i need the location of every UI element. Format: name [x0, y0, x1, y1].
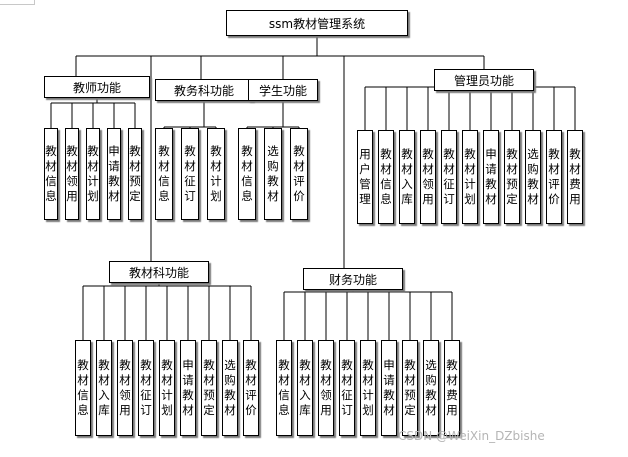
textbook-group-title: 教材科功能: [109, 261, 209, 283]
admin-item-2: 教材信息: [378, 130, 394, 224]
admin-group-title: 管理员功能: [434, 69, 534, 91]
textbook-item-7: 教材预定: [201, 340, 217, 436]
textbook-item-4: 教材征订: [138, 340, 154, 436]
student-item-1: 教材信息: [238, 128, 256, 220]
affairs-item-2: 教材征订: [181, 128, 199, 220]
textbook-item-3: 教材领用: [117, 340, 133, 436]
teacher-item-4: 申请教材: [107, 128, 121, 220]
admin-item-11: 教材费用: [567, 130, 583, 224]
finance-item-8: 选购教材: [423, 340, 439, 436]
teacher-item-1: 教材信息: [44, 128, 58, 220]
affairs-group-title: 教务科功能: [155, 79, 253, 101]
admin-item-4: 教材领用: [420, 130, 436, 224]
finance-item-3: 教材领用: [318, 340, 334, 436]
admin-item-10: 教材评价: [546, 130, 562, 224]
textbook-item-6: 申请教材: [180, 340, 196, 436]
affairs-item-1: 教材信息: [155, 128, 173, 220]
admin-item-1: 用户管理: [357, 130, 373, 224]
finance-item-9: 教材费用: [444, 340, 460, 436]
watermark: CSDN @WeiXin_DZbishe: [398, 429, 545, 443]
finance-item-5: 教材计划: [360, 340, 376, 436]
finance-item-6: 申请教材: [381, 340, 397, 436]
admin-item-8: 教材预定: [504, 130, 520, 224]
finance-group-title: 财务功能: [303, 268, 403, 290]
affairs-item-3: 教材计划: [207, 128, 225, 220]
admin-item-5: 教材征订: [441, 130, 457, 224]
finance-item-4: 教材征订: [339, 340, 355, 436]
corner-mark: [0, 0, 35, 5]
root-node: ssm教材管理系统: [226, 10, 408, 36]
teacher-item-5: 教材预定: [128, 128, 142, 220]
admin-item-6: 教材计划: [462, 130, 478, 224]
teacher-group-title: 教师功能: [44, 76, 150, 98]
student-group-title: 学生功能: [248, 79, 318, 101]
student-item-2: 选购教材: [264, 128, 282, 220]
textbook-item-2: 教材入库: [96, 340, 112, 436]
finance-item-2: 教材入库: [297, 340, 313, 436]
admin-item-7: 申请教材: [483, 130, 499, 224]
textbook-item-9: 教材评价: [243, 340, 259, 436]
admin-item-9: 选购教材: [525, 130, 541, 224]
textbook-item-1: 教材信息: [75, 340, 91, 436]
student-item-3: 教材评价: [290, 128, 308, 220]
textbook-item-8: 选购教材: [222, 340, 238, 436]
textbook-item-5: 教材计划: [159, 340, 175, 436]
finance-item-1: 教材信息: [276, 340, 292, 436]
finance-item-7: 教材预定: [402, 340, 418, 436]
teacher-item-2: 教材领用: [65, 128, 79, 220]
admin-item-3: 教材入库: [399, 130, 415, 224]
teacher-item-3: 教材计划: [86, 128, 100, 220]
